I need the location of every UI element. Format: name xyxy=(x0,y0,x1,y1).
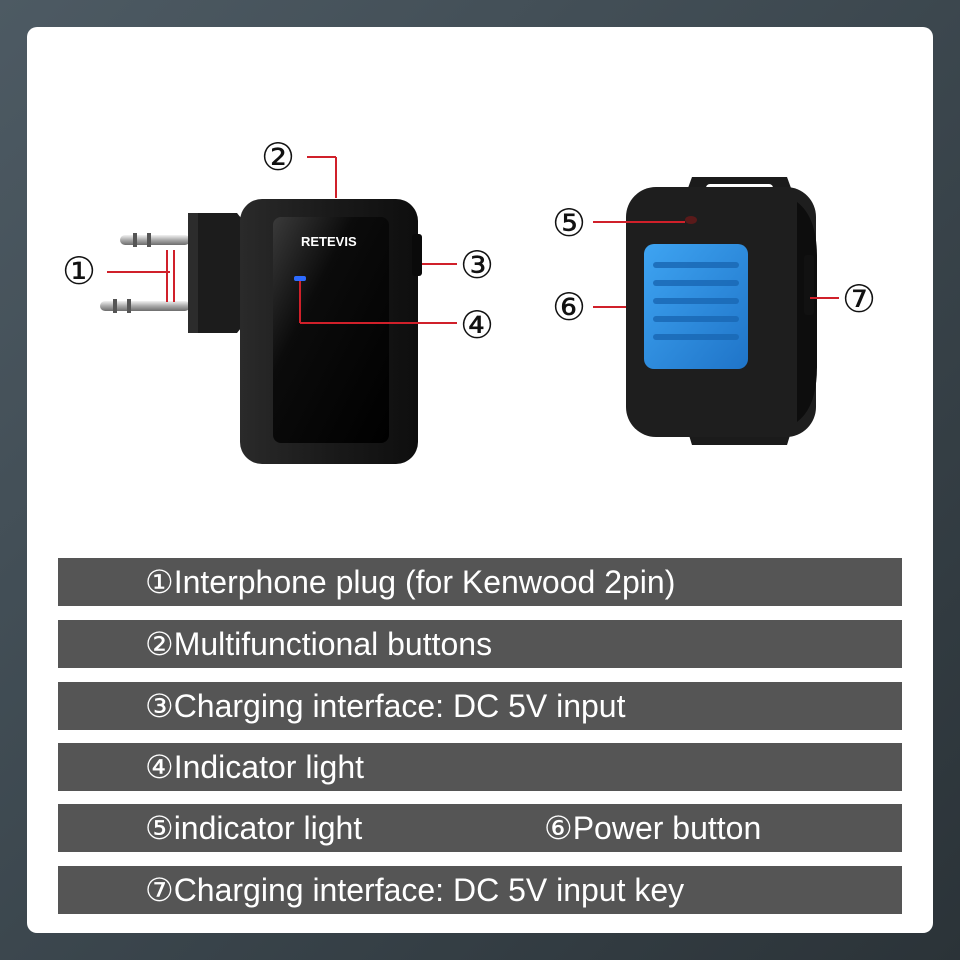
feature-bar-6: ⑦Charging interface: DC 5V input key xyxy=(58,866,902,914)
feature-bar-1: ①Interphone plug (for Kenwood 2pin) xyxy=(58,558,902,606)
indicator-light-led xyxy=(294,276,306,281)
feature-plug: ①Interphone plug (for Kenwood 2pin) xyxy=(145,564,676,600)
feature-charging-interface-key: ⑦Charging interface: DC 5V input key xyxy=(145,872,685,908)
callout-7: ⑦ xyxy=(841,277,877,321)
callout-6: ⑥ xyxy=(551,285,587,329)
callout-5: ⑤ xyxy=(551,201,587,245)
content-card: RETEVIS xyxy=(27,27,933,933)
callout-2: ② xyxy=(260,135,296,179)
feature-indicator-light: ④Indicator light xyxy=(145,749,365,785)
callout-4: ④ xyxy=(459,303,495,347)
callout-1: ① xyxy=(61,249,97,293)
feature-bar-4: ④Indicator light xyxy=(58,743,902,791)
brand-logo: RETEVIS xyxy=(301,234,357,249)
interphone-plug-pins xyxy=(100,233,190,313)
feature-bar-2: ②Multifunctional buttons xyxy=(58,620,902,668)
feature-remote-indicator-light: ⑤indicator light xyxy=(145,810,363,846)
feature-charging-interface: ③Charging interface: DC 5V input xyxy=(145,688,626,724)
power-button xyxy=(644,244,748,369)
indicator-light-remote xyxy=(685,216,697,224)
leader-lines xyxy=(107,156,839,324)
product-illustration: RETEVIS xyxy=(100,156,839,464)
feature-bar-3: ③Charging interface: DC 5V input xyxy=(58,682,902,730)
callout-3: ③ xyxy=(459,243,495,287)
feature-power-button: ⑥Power button xyxy=(544,810,762,846)
feature-multifunction-buttons: ②Multifunctional buttons xyxy=(145,626,493,662)
adapter-device: RETEVIS xyxy=(100,199,422,464)
remote-device xyxy=(626,177,817,445)
feature-bar-5: ⑤indicator light ⑥Power button xyxy=(58,804,902,852)
